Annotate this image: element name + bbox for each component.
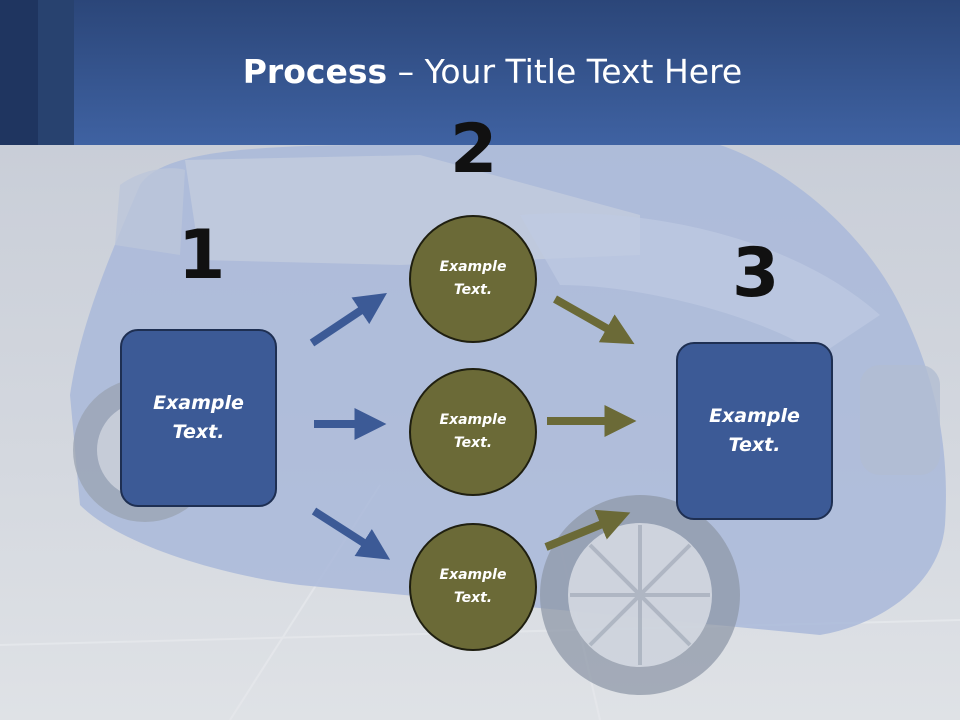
- step-3-box: Example Text.: [676, 342, 833, 520]
- step-2-circle-top-text: Example Text.: [439, 259, 507, 298]
- title-rest: – Your Title Text Here: [387, 52, 743, 91]
- step-3-box-text: Example Text.: [709, 405, 800, 456]
- step-1-box-text: Example Text.: [153, 392, 244, 443]
- step-2-circle-middle: Example Text.: [409, 368, 537, 496]
- header-stripe-dark: [0, 0, 38, 145]
- step-2-circle-bottom-text: Example Text.: [439, 567, 507, 606]
- step-2-circle-top: Example Text.: [409, 215, 537, 343]
- slide-title: Process – Your Title Text Here: [0, 52, 960, 91]
- step-2-circle-bottom: Example Text.: [409, 523, 537, 651]
- arrow-circle-top-to-box3: [553, 295, 635, 345]
- arrow-box1-to-circle-top: [309, 293, 387, 347]
- title-bold: Process: [242, 52, 388, 91]
- header-stripe-mid: [38, 0, 74, 145]
- arrow-box1-to-circle-bottom: [311, 507, 391, 560]
- step-number-1: 1: [178, 216, 226, 295]
- step-1-box: Example Text.: [120, 329, 277, 507]
- step-2-circle-middle-text: Example Text.: [439, 412, 507, 451]
- title-bar: Process – Your Title Text Here: [0, 0, 960, 145]
- step-number-3: 3: [732, 234, 780, 313]
- step-number-2: 2: [450, 110, 498, 189]
- arrow-circle-bottom-to-box3: [544, 509, 631, 551]
